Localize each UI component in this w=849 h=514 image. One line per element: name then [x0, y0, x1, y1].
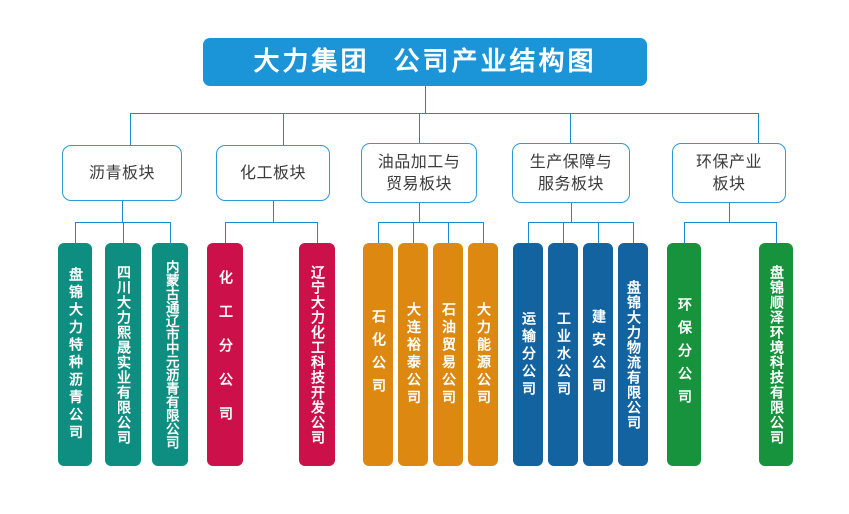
company-label: 辽宁大力化工科技开发公司: [309, 264, 325, 445]
division-label: 环保产业 板块: [695, 152, 762, 193]
connector-company-drop-1-1: [317, 222, 318, 243]
connector-company-drop-3-1: [563, 222, 564, 243]
company-dali-energy[interactable]: 大力能源公司: [468, 243, 498, 466]
connector-main-bus: [130, 113, 758, 114]
company-panjin-dali-logistics[interactable]: 盘锦大力物流有限公司: [618, 243, 648, 466]
division-label: 沥青板块: [88, 163, 155, 183]
company-label: 盘锦顺泽环境科技有限公司: [768, 264, 784, 445]
company-label: 内蒙古通辽市中元沥青有限公司: [162, 260, 179, 449]
connector-title-stem: [425, 86, 426, 113]
connector-company-drop-3-3: [633, 222, 634, 243]
connector-group-stem-2: [419, 203, 420, 222]
connector-group-bus-4: [684, 222, 776, 223]
company-label: 大连裕泰公司: [405, 302, 421, 407]
connector-division-drop-0: [130, 113, 131, 145]
connector-company-drop-4-1: [776, 222, 777, 243]
connector-group-stem-0: [122, 201, 123, 222]
company-label: 石化公司: [370, 308, 386, 401]
connector-company-drop-1-0: [225, 222, 226, 243]
company-liaoning-dali-chemical-tech-development[interactable]: 辽宁大力化工科技开发公司: [299, 243, 335, 466]
connector-company-drop-2-0: [378, 222, 379, 243]
company-label: 化工分公司: [217, 269, 233, 440]
connector-division-drop-1: [283, 113, 284, 145]
connector-company-drop-3-2: [598, 222, 599, 243]
chart-title-text: 大力集团 公司产业结构图: [253, 47, 597, 77]
connector-division-drop-3: [570, 113, 571, 143]
connector-company-drop-2-1: [413, 222, 414, 243]
connector-group-bus-3: [528, 222, 633, 223]
company-inner-mongolia-tongliao-zhongyuan-asphalt[interactable]: 内蒙古通辽市中元沥青有限公司: [152, 243, 188, 466]
connector-group-stem-3: [571, 203, 572, 222]
company-dalian-yutai[interactable]: 大连裕泰公司: [398, 243, 428, 466]
chart-title-box: 大力集团 公司产业结构图: [203, 38, 647, 86]
company-panjin-shunze-environmental-tech[interactable]: 盘锦顺泽环境科技有限公司: [759, 243, 793, 466]
company-environmental-branch[interactable]: 环保分公司: [667, 243, 701, 466]
company-petroleum-trading[interactable]: 石油贸易公司: [433, 243, 463, 466]
connector-division-drop-2: [419, 113, 420, 143]
connector-group-bus-0: [75, 222, 170, 223]
company-label: 建安公司: [590, 308, 606, 401]
company-panjin-dali-special-asphalt[interactable]: 盘锦大力特种沥青公司: [58, 243, 92, 466]
connector-company-drop-2-3: [483, 222, 484, 243]
connector-group-bus-2: [378, 222, 483, 223]
company-label: 盘锦大力物流有限公司: [625, 279, 641, 430]
connector-group-bus-1: [225, 222, 317, 223]
company-sichuan-dali-xisheng-industrial[interactable]: 四川大力熙晟实业有限公司: [105, 243, 141, 466]
connector-company-drop-2-2: [448, 222, 449, 243]
division-label: 生产保障与 服务板块: [529, 152, 613, 193]
connector-company-drop-4-0: [684, 222, 685, 243]
connector-group-stem-1: [273, 201, 274, 222]
connector-division-drop-4: [758, 113, 759, 143]
division-label: 油品加工与 贸易板块: [377, 152, 461, 193]
company-label: 石油贸易公司: [440, 302, 456, 407]
division-production-support-service[interactable]: 生产保障与 服务板块: [512, 143, 630, 203]
company-industrial-water[interactable]: 工业水公司: [548, 243, 578, 466]
company-construction-installation[interactable]: 建安公司: [583, 243, 613, 466]
company-label: 工业水公司: [555, 310, 571, 399]
company-transport-branch[interactable]: 运输分公司: [513, 243, 543, 466]
connector-company-drop-0-2: [170, 222, 171, 243]
division-oil-processing-trade[interactable]: 油品加工与 贸易板块: [361, 143, 477, 203]
company-label: 盘锦大力特种沥青公司: [67, 267, 83, 442]
company-label: 四川大力熙晟实业有限公司: [115, 264, 131, 445]
division-environmental-industry[interactable]: 环保产业 板块: [672, 143, 786, 203]
connector-company-drop-0-1: [123, 222, 124, 243]
division-chemical[interactable]: 化工板块: [216, 145, 330, 201]
company-label: 运输分公司: [520, 310, 536, 399]
company-label: 环保分公司: [676, 297, 692, 412]
connector-company-drop-3-0: [528, 222, 529, 243]
company-petrochemical[interactable]: 石化公司: [363, 243, 393, 466]
division-asphalt[interactable]: 沥青板块: [62, 145, 182, 201]
company-chemical-branch[interactable]: 化工分公司: [207, 243, 243, 466]
division-label: 化工板块: [239, 163, 306, 183]
company-label: 大力能源公司: [475, 302, 491, 407]
connector-company-drop-0-0: [75, 222, 76, 243]
connector-group-stem-4: [729, 203, 730, 222]
